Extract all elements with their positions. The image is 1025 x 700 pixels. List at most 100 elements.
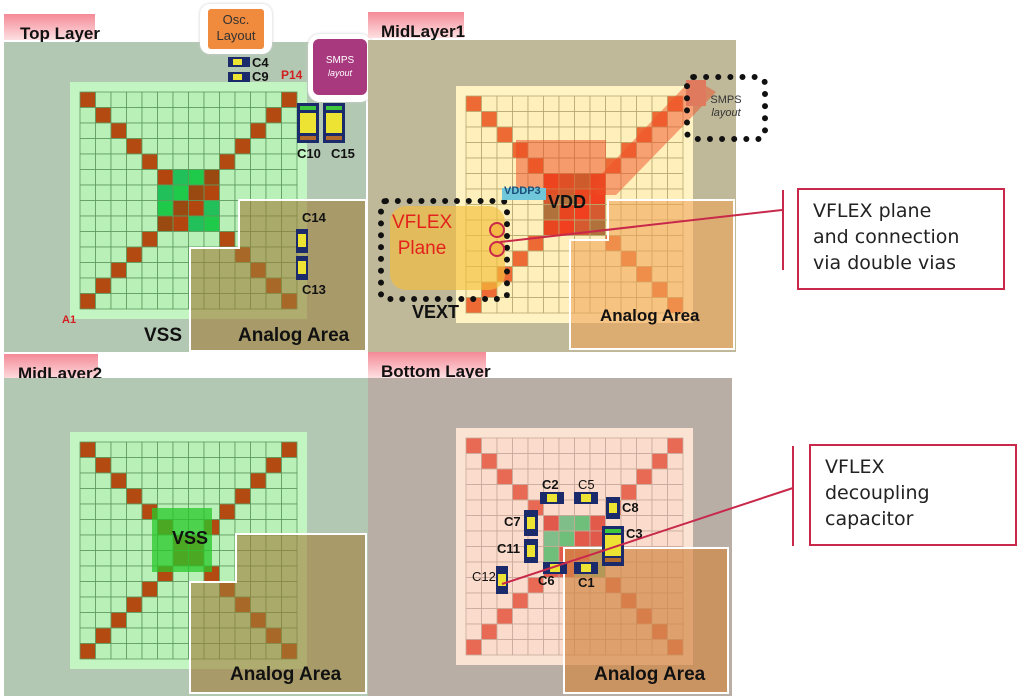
grid-pad bbox=[141, 627, 158, 644]
grid-pad bbox=[157, 107, 174, 124]
grid-pad bbox=[110, 231, 127, 248]
grid-pad bbox=[157, 627, 174, 644]
grid-pad bbox=[110, 534, 127, 551]
grid-pad bbox=[157, 138, 174, 155]
grid-pad bbox=[157, 472, 174, 489]
grid-pad bbox=[79, 200, 96, 217]
grid-pad bbox=[234, 503, 251, 520]
grid-pad bbox=[79, 612, 96, 629]
grid-pad bbox=[465, 515, 482, 532]
grid-pad bbox=[281, 122, 298, 139]
grid-pad bbox=[527, 623, 544, 640]
grid-pad bbox=[265, 153, 282, 170]
grid-pad bbox=[465, 468, 482, 485]
grid-pad bbox=[651, 453, 668, 470]
grid-pad bbox=[110, 596, 127, 613]
grid-pad bbox=[110, 153, 127, 170]
grid-pad bbox=[141, 231, 158, 248]
capacitor-c13[interactable] bbox=[296, 256, 308, 280]
grid-pad bbox=[95, 153, 112, 170]
grid-pad bbox=[141, 262, 158, 279]
grid-pad bbox=[157, 488, 174, 505]
grid-pad bbox=[141, 107, 158, 124]
grid-pad bbox=[126, 534, 143, 551]
grid-pad bbox=[203, 122, 220, 139]
grid-pad bbox=[79, 627, 96, 644]
capacitor-c3[interactable] bbox=[602, 526, 624, 566]
via-1[interactable] bbox=[489, 222, 505, 238]
grid-pad bbox=[496, 453, 513, 470]
c15-label: C15 bbox=[331, 146, 355, 161]
grid-pad bbox=[620, 437, 637, 454]
grid-pad bbox=[250, 488, 267, 505]
via-2[interactable] bbox=[489, 241, 505, 257]
top-vss-label: VSS bbox=[144, 325, 183, 346]
grid-pad bbox=[110, 627, 127, 644]
grid-pad bbox=[95, 138, 112, 155]
grid-pad bbox=[543, 297, 560, 314]
grid-pad bbox=[157, 169, 174, 186]
capacitor-c7[interactable] bbox=[524, 510, 538, 536]
grid-pad bbox=[172, 581, 189, 598]
capacitor-c9[interactable] bbox=[228, 72, 250, 82]
grid-pad bbox=[141, 612, 158, 629]
grid-pad bbox=[234, 91, 251, 108]
grid-pad bbox=[157, 122, 174, 139]
grid-pad bbox=[79, 581, 96, 598]
capacitor-c15[interactable] bbox=[323, 103, 345, 143]
grid-pad bbox=[250, 122, 267, 139]
c9-label: C9 bbox=[252, 69, 269, 84]
grid-pad bbox=[95, 200, 112, 217]
grid-pad bbox=[141, 581, 158, 598]
grid-pad bbox=[281, 107, 298, 124]
c4-label: C4 bbox=[252, 55, 269, 70]
grid-pad bbox=[141, 643, 158, 660]
grid-pad bbox=[496, 437, 513, 454]
grid-pad bbox=[527, 437, 544, 454]
capacitor-c8[interactable] bbox=[606, 497, 620, 519]
grid-pad bbox=[126, 169, 143, 186]
bottom-layer-tab bbox=[368, 352, 486, 378]
grid-pad bbox=[281, 169, 298, 186]
capacitor-c1[interactable] bbox=[574, 562, 598, 574]
grid-pad bbox=[110, 581, 127, 598]
smps-layout-box-mid1 bbox=[684, 74, 768, 142]
vdd-trace bbox=[516, 80, 716, 195]
grid-pad bbox=[281, 91, 298, 108]
grid-pad bbox=[157, 612, 174, 629]
grid-pad bbox=[234, 169, 251, 186]
capacitor-c11[interactable] bbox=[524, 539, 538, 563]
grid-pad bbox=[496, 623, 513, 640]
capacitor-c2[interactable] bbox=[540, 492, 564, 504]
grid-pad bbox=[234, 122, 251, 139]
vflex-line1: VFLEX bbox=[392, 212, 453, 233]
vddp3-highlight bbox=[502, 188, 546, 200]
grid-pad bbox=[465, 484, 482, 501]
grid-pad bbox=[95, 519, 112, 536]
grid-pad bbox=[481, 530, 498, 547]
grid-pad bbox=[265, 503, 282, 520]
c2-label: C2 bbox=[542, 477, 559, 492]
grid-pad bbox=[543, 437, 560, 454]
bottom-analog-area bbox=[563, 547, 729, 694]
capacitor-c10[interactable] bbox=[297, 103, 319, 143]
capacitor-c14[interactable] bbox=[296, 229, 308, 253]
grid-pad bbox=[265, 138, 282, 155]
grid-pad bbox=[126, 596, 143, 613]
capacitor-c4[interactable] bbox=[228, 57, 250, 67]
vias-callout-line3: via double vias bbox=[813, 252, 957, 274]
grid-pad bbox=[512, 297, 529, 314]
grid-pad bbox=[126, 627, 143, 644]
grid-pad bbox=[95, 169, 112, 186]
grid-pad bbox=[512, 623, 529, 640]
capacitor-c5[interactable] bbox=[574, 492, 598, 504]
capacitor-c12[interactable] bbox=[496, 566, 508, 594]
grid-pad bbox=[281, 503, 298, 520]
grid-pad bbox=[110, 550, 127, 567]
grid-pad bbox=[512, 266, 529, 283]
grid-pad bbox=[110, 472, 127, 489]
grid-pad bbox=[203, 107, 220, 124]
bottom-analog-label: Analog Area bbox=[594, 664, 706, 685]
grid-pad bbox=[234, 138, 251, 155]
grid-pad bbox=[188, 488, 205, 505]
